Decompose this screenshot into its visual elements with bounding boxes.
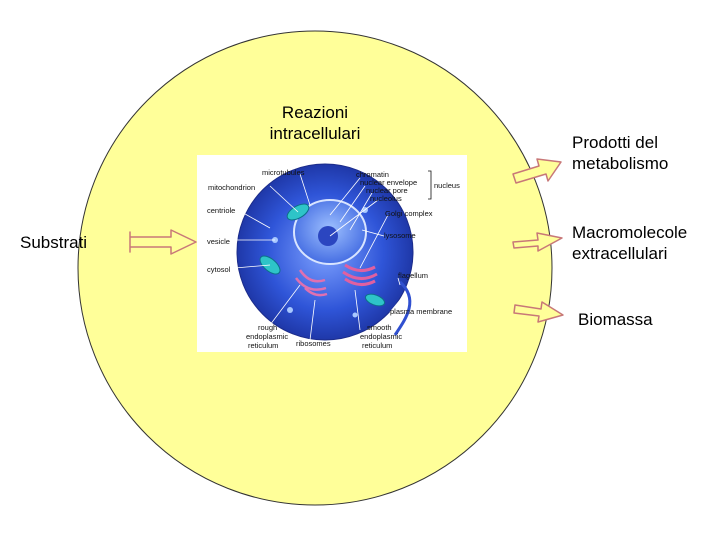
cell-title-line-1: Reazioni (230, 102, 400, 123)
label-smooth-er-1: smooth (367, 323, 392, 332)
output-label-1-line-2: metabolismo (572, 153, 668, 174)
output-label-1-line-1: Prodotti del (572, 132, 668, 153)
label-vesicle: vesicle (207, 237, 230, 246)
label-lysosome: lysosome (384, 231, 416, 240)
label-ribosomes: ribosomes (296, 339, 331, 348)
label-rough-er-1: rough (258, 323, 277, 332)
label-microtubules: microtubules (262, 168, 305, 177)
label-flagellum: flagellum (398, 271, 428, 280)
output-label-2: Macromolecole extracellulari (572, 222, 687, 264)
label-cytosol: cytosol (207, 265, 231, 274)
label-smooth-er-3: reticulum (362, 341, 392, 350)
label-nucleus: nucleus (434, 181, 460, 190)
output-label-2-line-2: extracellulari (572, 243, 687, 264)
output-label-3: Biomassa (578, 309, 653, 330)
input-label: Substrati (20, 232, 87, 253)
cell-illustration: microtubules mitochondrion centriole ves… (197, 155, 467, 352)
label-smooth-er-2: endoplasmic (360, 332, 402, 341)
label-golgi: Golgi complex (385, 209, 433, 218)
cell-title: Reazioni intracellulari (230, 102, 400, 144)
output-label-2-line-1: Macromolecole (572, 222, 687, 243)
label-plasma-membrane: plasma membrane (390, 307, 452, 316)
label-nucleolus: nucleolus (370, 194, 402, 203)
label-centriole: centriole (207, 206, 235, 215)
label-rough-er-3: reticulum (248, 341, 278, 350)
output-label-1: Prodotti del metabolismo (572, 132, 668, 174)
label-rough-er-2: endoplasmic (246, 332, 288, 341)
label-mitochondrion: mitochondrion (208, 183, 255, 192)
cell-title-line-2: intracellulari (230, 123, 400, 144)
